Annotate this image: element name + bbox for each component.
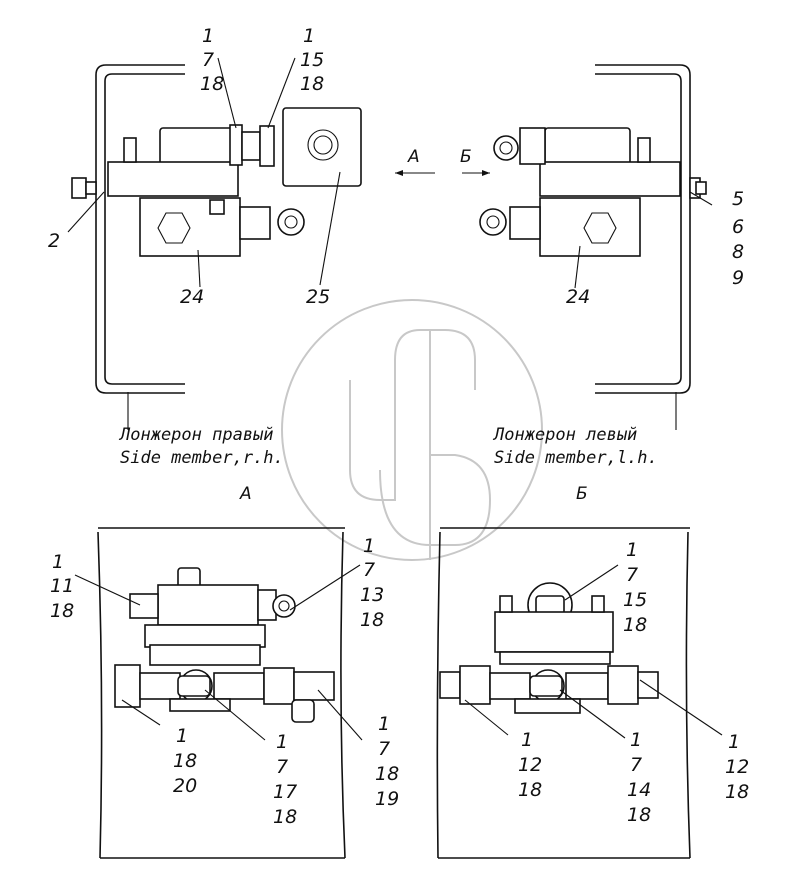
b-callout-br-1: 1 [728,731,740,753]
view-b: Б 1 7 15 18 1 12 18 1 7 1 [436,484,749,859]
b-callout-bm-7: 7 [630,754,642,776]
caption-right-en: Side member,r.h. [120,448,284,468]
a-callout-br-1: 1 [378,713,390,735]
view-a-title: А [239,484,252,504]
side-member-captions: Лонжерон правый Side member,r.h. Лонжеро… [118,392,677,468]
a-callout-tr-13: 13 [360,584,384,606]
b-callout-top-15: 15 [623,589,647,611]
view-a: А 1 11 18 1 7 13 18 [50,484,399,859]
a-callout-tr-1: 1 [363,535,375,557]
callout-1-7-18-line-2: 7 [202,49,214,71]
b-callout-bm-14: 14 [627,779,651,801]
b-callout-br-12: 12 [725,756,749,778]
a-callout-bm-17: 17 [273,781,297,803]
top-right-assembly: 5 6 8 9 24 [479,64,744,394]
b-callout-br-18: 18 [725,781,749,803]
b-callout-bm-18: 18 [627,804,651,826]
b-callout-bl-1: 1 [521,729,533,751]
callout-2: 2 [48,230,60,252]
caption-left-ru: Лонжерон левый [492,425,637,445]
b-callout-bm-1: 1 [630,729,642,751]
watermark-logo [281,299,543,561]
callout-24-right: 24 [566,286,590,308]
b-callout-bl-18: 18 [518,779,542,801]
callout-5: 5 [732,188,744,210]
a-callout-bm-18: 18 [273,806,297,828]
a-callout-tl-18: 18 [50,600,74,622]
a-callout-bl-18: 18 [173,750,197,772]
a-callout-br-19: 19 [375,788,399,810]
arrow-label-b: Б [460,147,472,167]
callout-1-7-18-line-3: 18 [200,73,224,95]
callout-24-left: 24 [180,286,204,308]
a-callout-tr-7: 7 [363,559,375,581]
a-callout-bm-7: 7 [276,756,288,778]
callout-8: 8 [732,241,744,263]
callout-1-15-18-line-3: 18 [300,73,324,95]
caption-left-en: Side member,l.h. [494,448,658,468]
arrow-label-a: А [407,147,420,167]
callout-9: 9 [732,267,744,289]
b-callout-top-1: 1 [626,539,638,561]
callout-25: 25 [306,286,330,308]
a-callout-bl-1: 1 [176,725,188,747]
a-callout-bl-20: 20 [173,775,197,797]
a-callout-tl-11: 11 [50,575,74,597]
view-b-title: Б [576,484,588,504]
a-callout-br-18: 18 [375,763,399,785]
caption-right-ru: Лонжерон правый [118,425,274,445]
callout-1-15-18-line-2: 15 [300,49,324,71]
b-callout-bl-12: 12 [518,754,542,776]
a-callout-br-7: 7 [378,738,390,760]
callout-1-15-18-line-1: 1 [303,25,315,47]
callout-1-7-18-line-1: 1 [202,25,214,47]
a-callout-tr-18: 18 [360,609,384,631]
a-callout-bm-1: 1 [276,731,288,753]
callout-6: 6 [732,216,744,238]
b-callout-top-7: 7 [626,564,638,586]
a-callout-tl-1: 1 [52,551,64,573]
b-callout-top-18: 18 [623,614,647,636]
view-direction-arrows: А Б [395,147,490,176]
top-left-assembly: 1 7 18 1 15 18 2 24 25 [48,25,362,394]
